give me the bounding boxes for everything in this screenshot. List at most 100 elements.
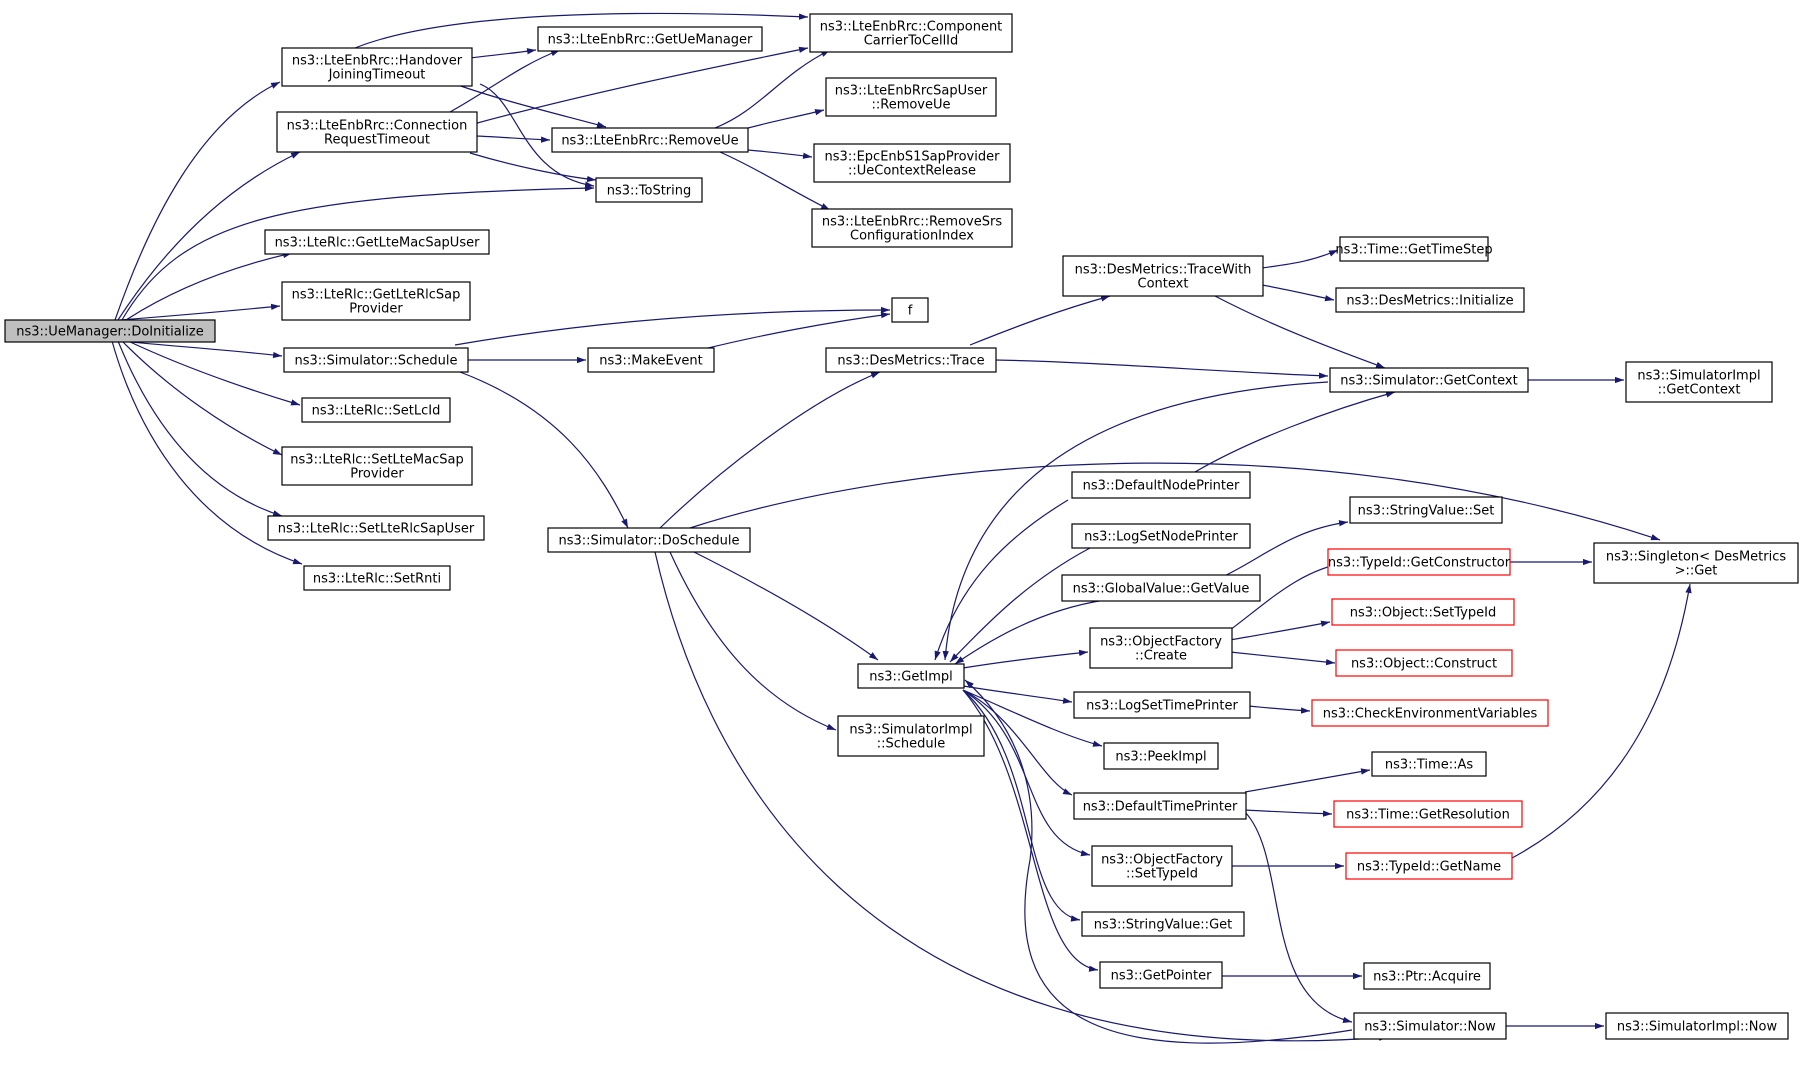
edge-root-handover-timeout [114, 81, 281, 321]
node-string-value-get[interactable]: ns3::StringValue::Get [1081, 911, 1245, 937]
node-label: ns3::LteRlc::SetLteMacSap [290, 453, 463, 468]
node-ptr-acquire[interactable]: ns3::Ptr::Acquire [1363, 962, 1491, 990]
node-typeid-get-constructor[interactable]: ns3::TypeId::GetConstructor [1327, 548, 1511, 576]
node-des-initialize[interactable]: ns3::DesMetrics::Initialize [1335, 287, 1525, 313]
node-label: ns3::UeManager::DoInitialize [16, 325, 203, 340]
node-label: ns3::LogSetTimePrinter [1086, 699, 1238, 714]
node-des-trace[interactable]: ns3::DesMetrics::Trace [825, 347, 997, 373]
node-label: ns3::Ptr::Acquire [1373, 970, 1481, 985]
edge-handover-remove-ue [454, 83, 607, 128]
node-label: ns3::GlobalValue::GetValue [1073, 582, 1250, 597]
node-box [547, 527, 751, 553]
edge-do-schedule-now [654, 551, 1389, 1042]
node-box [1345, 852, 1513, 880]
node-impl-get-context[interactable]: ns3::SimulatorImpl::GetContext [1625, 361, 1773, 403]
node-epc-release[interactable]: ns3::EpcEnbS1SapProvider::UeContextRelea… [813, 143, 1011, 183]
node-label: ns3::Time::GetResolution [1346, 808, 1510, 823]
node-label: ns3::DefaultTimePrinter [1083, 800, 1238, 815]
node-box [276, 111, 478, 153]
node-get-impl[interactable]: ns3::GetImpl [857, 663, 965, 689]
node-label: ns3::LteEnbRrc::Component [820, 20, 1003, 35]
node-time-as[interactable]: ns3::Time::As [1371, 751, 1487, 777]
edge-root-conn-timeout [117, 151, 301, 321]
node-label: CarrierToCellId [864, 34, 959, 49]
node-object-construct[interactable]: ns3::Object::Construct [1335, 649, 1513, 677]
node-box [1327, 548, 1511, 576]
node-label: ns3::LogSetNodePrinter [1084, 530, 1238, 545]
node-label: ::SetTypeId [1126, 867, 1198, 882]
node-check-env[interactable]: ns3::CheckEnvironmentVariables [1311, 699, 1549, 727]
node-box [1091, 845, 1233, 887]
node-log-set-node-printer[interactable]: ns3::LogSetNodePrinter [1071, 523, 1251, 549]
edge-remove-ue-epc-release [747, 149, 813, 159]
node-box [837, 715, 985, 757]
node-label: ns3::GetPointer [1111, 969, 1212, 984]
node-set-lcid[interactable]: ns3::LteRlc::SetLcId [301, 397, 451, 423]
node-f[interactable]: f [891, 297, 929, 323]
node-sap-user-remove[interactable]: ns3::LteEnbRrcSapUser::RemoveUe [825, 77, 997, 117]
edge-dnp-get-impl [934, 499, 1069, 661]
node-impl-now[interactable]: ns3::SimulatorImpl::Now [1605, 1012, 1789, 1040]
node-box [301, 397, 451, 423]
edge-conn-remove-ue [475, 135, 551, 143]
node-singleton-get[interactable]: ns3::Singleton< DesMetrics >::Get [1593, 542, 1799, 584]
node-time-step[interactable]: ns3::Time::GetTimeStep [1335, 236, 1493, 262]
node-impl-schedule[interactable]: ns3::SimulatorImpl::Schedule [837, 715, 985, 757]
edge-do-schedule-des-trace [659, 371, 881, 529]
node-get-context[interactable]: ns3::Simulator::GetContext [1329, 367, 1529, 393]
node-typeid-get-name[interactable]: ns3::TypeId::GetName [1345, 852, 1513, 880]
edge-do-schedule-get-impl [689, 549, 879, 661]
node-set-rnti[interactable]: ns3::LteRlc::SetRnti [303, 565, 451, 591]
edge-get-impl-factory-set-typeid [962, 689, 1091, 857]
node-box [264, 229, 490, 255]
node-label: ::Schedule [877, 737, 946, 752]
node-set-rlc-sap-user[interactable]: ns3::LteRlc::SetLteRlcSapUser [267, 515, 485, 541]
edge-ggv-string-set [1219, 520, 1349, 579]
node-get-mac-sap-user[interactable]: ns3::LteRlc::GetLteMacSapUser [264, 229, 490, 255]
node-peek-impl[interactable]: ns3::PeekImpl [1103, 742, 1219, 770]
node-time-get-resolution[interactable]: ns3::Time::GetResolution [1333, 800, 1523, 828]
node-label: ns3::Simulator::Now [1364, 1020, 1496, 1035]
node-do-schedule[interactable]: ns3::Simulator::DoSchedule [547, 527, 751, 553]
node-to-string[interactable]: ns3::ToString [595, 177, 703, 203]
node-box [1103, 742, 1219, 770]
node-default-time-printer[interactable]: ns3::DefaultTimePrinter [1073, 792, 1247, 820]
node-factory-create[interactable]: ns3::ObjectFactory::Create [1089, 627, 1233, 669]
node-factory-set-typeid[interactable]: ns3::ObjectFactory::SetTypeId [1091, 845, 1233, 887]
node-sim-schedule[interactable]: ns3::Simulator::Schedule [283, 347, 469, 373]
node-make-event[interactable]: ns3::MakeEvent [587, 347, 715, 373]
node-label: ns3::Object::Construct [1351, 657, 1497, 672]
node-box [825, 77, 997, 117]
node-label: ns3::ToString [607, 184, 692, 199]
node-box [595, 177, 703, 203]
edge-remove-ue-remove-srs [719, 151, 831, 211]
node-box [809, 13, 1013, 53]
node-box [1353, 1012, 1507, 1040]
node-box [1331, 598, 1515, 626]
node-label: ns3::LteEnbRrc::Handover [292, 54, 463, 69]
node-remove-srs[interactable]: ns3::LteEnbRrc::RemoveSrsConfigurationIn… [811, 208, 1013, 248]
node-root[interactable]: ns3::UeManager::DoInitialize [4, 319, 216, 343]
node-remove-ue-rrc[interactable]: ns3::LteEnbRrc::RemoveUe [551, 127, 749, 153]
node-label: ns3::SimulatorImpl::Now [1617, 1020, 1778, 1035]
node-box [537, 26, 763, 52]
node-label: ns3::Simulator::Schedule [294, 354, 457, 369]
node-simulator-now[interactable]: ns3::Simulator::Now [1353, 1012, 1507, 1040]
node-get-ue-manager[interactable]: ns3::LteEnbRrc::GetUeManager [537, 26, 763, 52]
node-box [267, 515, 485, 541]
node-default-node-printer[interactable]: ns3::DefaultNodePrinter [1071, 471, 1251, 499]
edge-handover-comp-carrier [354, 12, 809, 49]
node-log-set-time-printer[interactable]: ns3::LogSetTimePrinter [1073, 691, 1251, 719]
node-global-get-value[interactable]: ns3::GlobalValue::GetValue [1061, 574, 1261, 602]
node-object-set-typeid[interactable]: ns3::Object::SetTypeId [1331, 598, 1515, 626]
node-string-value-set[interactable]: ns3::StringValue::Set [1349, 496, 1503, 524]
node-box [857, 663, 965, 689]
node-get-pointer[interactable]: ns3::GetPointer [1099, 961, 1223, 989]
node-label: ns3::Singleton< DesMetrics [1606, 550, 1787, 565]
